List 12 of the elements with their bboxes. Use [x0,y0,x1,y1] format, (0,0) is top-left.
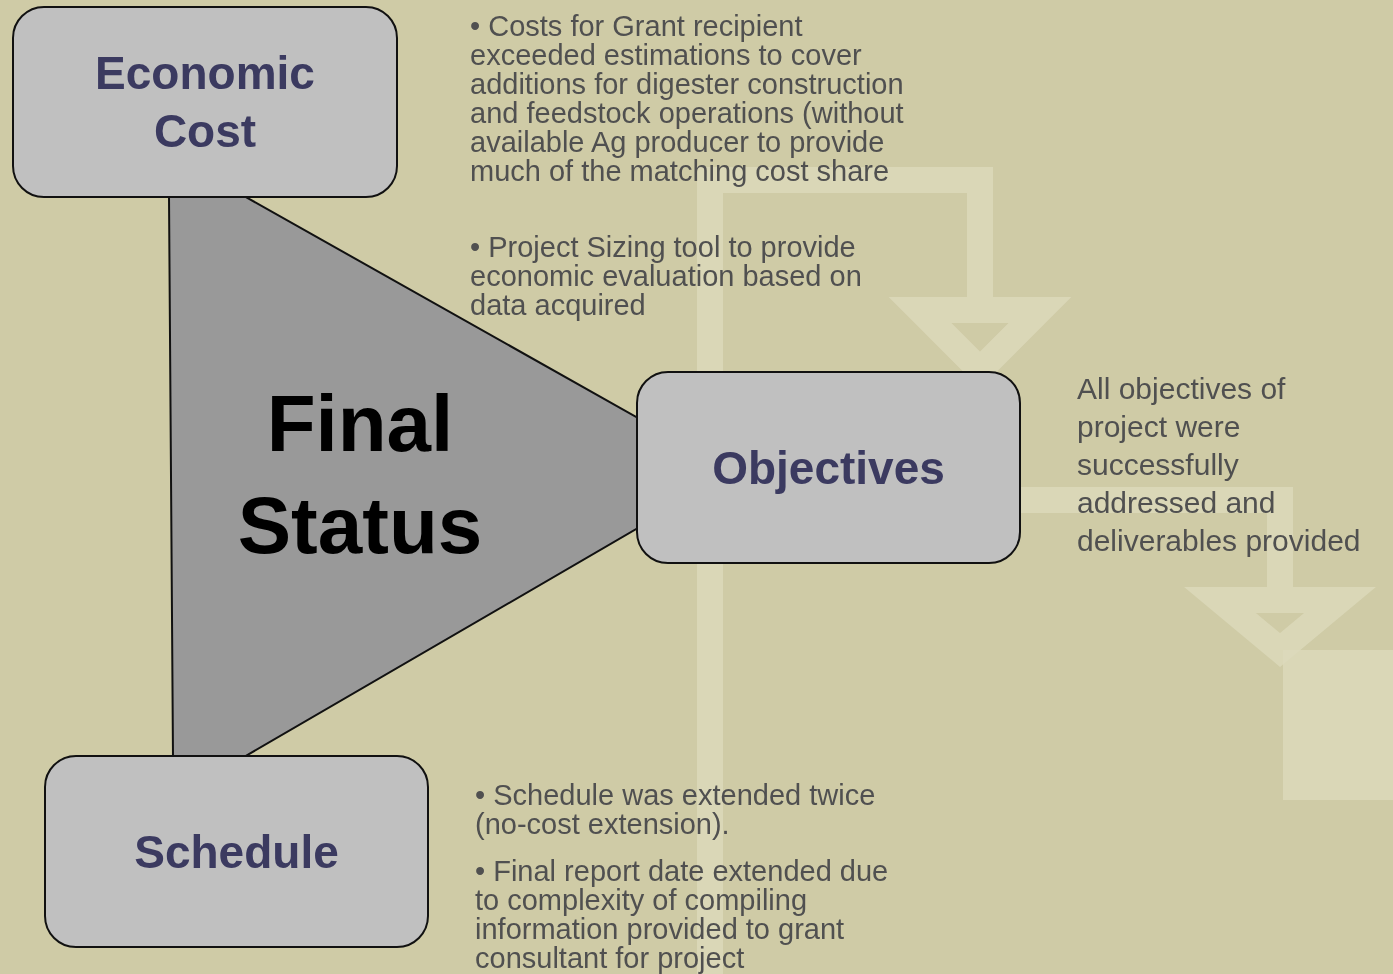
note-text: • Schedule was extended twice (no-cost extension). [475,781,877,839]
center-title: Final Status [236,378,484,572]
box-label: Economic Cost [94,46,316,159]
rounded-box [636,371,1021,564]
rounded-box [44,755,429,948]
note-text: All objectives of project were successfully addressed and deliverables provided [1077,371,1362,559]
note-text: • Costs for Grant recipient exceeded estimations to cover additions for digester construction and feedstock operations (without available Ag producer to provide much of the matching cost share [470,12,905,186]
box-label: Schedule [133,824,340,880]
rounded-box [12,6,398,198]
note-text: • Project Sizing tool to provide economic evaluation based on data acquired [470,233,863,320]
note-text: • Final report date extended due to complexity of compiling information provided to grant consultant for project [475,857,890,973]
box-label: Objectives [711,440,946,496]
